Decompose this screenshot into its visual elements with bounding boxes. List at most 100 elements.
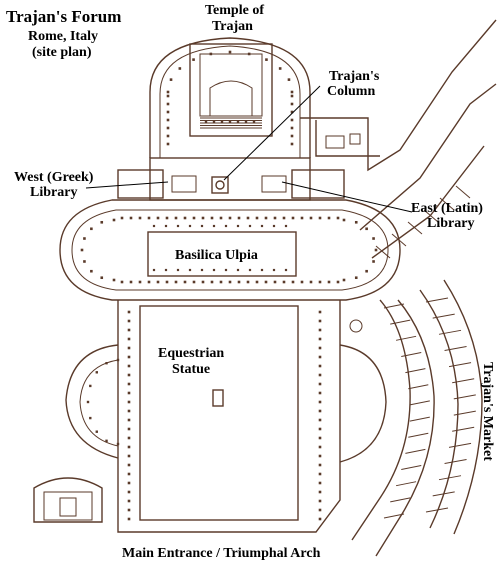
column-mark	[89, 384, 92, 388]
subtitle-type: (site plan)	[32, 45, 92, 60]
column-mark	[272, 268, 276, 272]
column-mark	[252, 120, 256, 124]
trajans-market	[300, 19, 497, 557]
column-mark	[284, 268, 288, 272]
column-mark	[127, 382, 131, 386]
west-library-label-line2: Library	[30, 185, 77, 200]
market-shop-wall	[391, 233, 407, 247]
column-mark	[224, 224, 228, 228]
column-mark	[90, 269, 93, 273]
market-shop-wall	[408, 432, 429, 438]
column-mark	[105, 361, 108, 365]
column-mark	[166, 110, 170, 114]
column-mark	[127, 310, 131, 314]
column-mark	[291, 280, 295, 284]
column-mark	[318, 346, 322, 350]
column-mark	[174, 216, 178, 220]
column-mark	[282, 280, 286, 284]
column-mark	[127, 427, 131, 431]
column-mark	[278, 67, 282, 70]
column-mark	[248, 268, 252, 272]
column-mark	[127, 508, 131, 512]
column-mark	[318, 409, 322, 413]
column-mark	[120, 280, 124, 284]
market-shop-wall	[439, 197, 455, 211]
column-mark	[318, 373, 322, 377]
column-mark	[192, 280, 196, 284]
column-mark	[105, 439, 108, 443]
column-mark	[318, 481, 322, 485]
market-shop-wall	[438, 329, 462, 335]
column-mark	[127, 517, 131, 521]
column-mark	[247, 52, 251, 56]
column-mark	[287, 78, 291, 81]
market-shop-wall	[383, 303, 405, 309]
market-shops	[375, 185, 476, 519]
column-mark	[83, 237, 86, 240]
market-shop-wall	[401, 465, 422, 471]
column-mark	[127, 364, 131, 368]
column-mark	[166, 142, 170, 146]
column-mark	[327, 280, 331, 284]
column-mark	[127, 490, 131, 494]
column-mark	[342, 218, 346, 222]
column-mark	[127, 328, 131, 332]
column-mark	[166, 134, 170, 138]
column-mark	[309, 280, 313, 284]
column-mark	[127, 454, 131, 458]
column-mark	[165, 280, 169, 284]
column-mark	[260, 268, 264, 272]
column-mark	[127, 445, 131, 449]
column-mark	[156, 280, 160, 284]
column-mark	[204, 120, 208, 124]
column-mark	[147, 280, 151, 284]
column-mark	[273, 216, 277, 220]
column-mark	[166, 94, 170, 98]
column-mark	[212, 268, 216, 272]
column-mark	[264, 216, 268, 220]
column-mark	[152, 268, 156, 272]
market-label: Trajan's Market	[480, 362, 495, 461]
column-mark	[291, 216, 295, 220]
column-mark	[318, 280, 322, 284]
column-mark	[248, 224, 252, 228]
column-mark	[318, 328, 322, 332]
basilica-ulpia	[59, 199, 401, 301]
column-mark	[290, 110, 294, 114]
east-library-label: East (Latin)	[411, 201, 483, 216]
column-mark	[166, 90, 170, 94]
column-mark	[201, 280, 205, 284]
market-shop-wall	[432, 313, 455, 319]
market-shop-wall	[453, 394, 476, 400]
courtyard-colonnade	[86, 310, 322, 521]
column-mark	[138, 216, 142, 220]
column-mark	[282, 216, 286, 220]
column-mark	[354, 220, 358, 224]
column-mark	[138, 280, 142, 284]
column-mark	[174, 280, 178, 284]
market-shop-wall	[438, 475, 462, 481]
column-mark	[127, 355, 131, 359]
column-mark	[129, 280, 133, 284]
market-shop-wall	[432, 491, 455, 497]
column-mark	[318, 364, 322, 368]
column-mark	[318, 382, 322, 386]
market-shop-wall	[383, 513, 405, 519]
market-shop-wall	[425, 507, 449, 513]
column-mark	[201, 216, 205, 220]
column-mark	[318, 355, 322, 359]
column-mark	[219, 280, 223, 284]
column-mark	[127, 436, 131, 440]
column-mark	[336, 216, 340, 220]
column-mark	[273, 280, 277, 284]
column-mark	[200, 268, 204, 272]
column-mark	[100, 276, 104, 280]
page-title: Trajan's Forum	[6, 7, 121, 26]
market-shop-wall	[409, 416, 430, 422]
column-mark	[127, 337, 131, 341]
column-mark	[127, 400, 131, 404]
column-mark	[192, 216, 196, 220]
market-shop-wall	[452, 378, 475, 384]
column-mark	[290, 126, 294, 130]
column-mark	[228, 50, 232, 54]
